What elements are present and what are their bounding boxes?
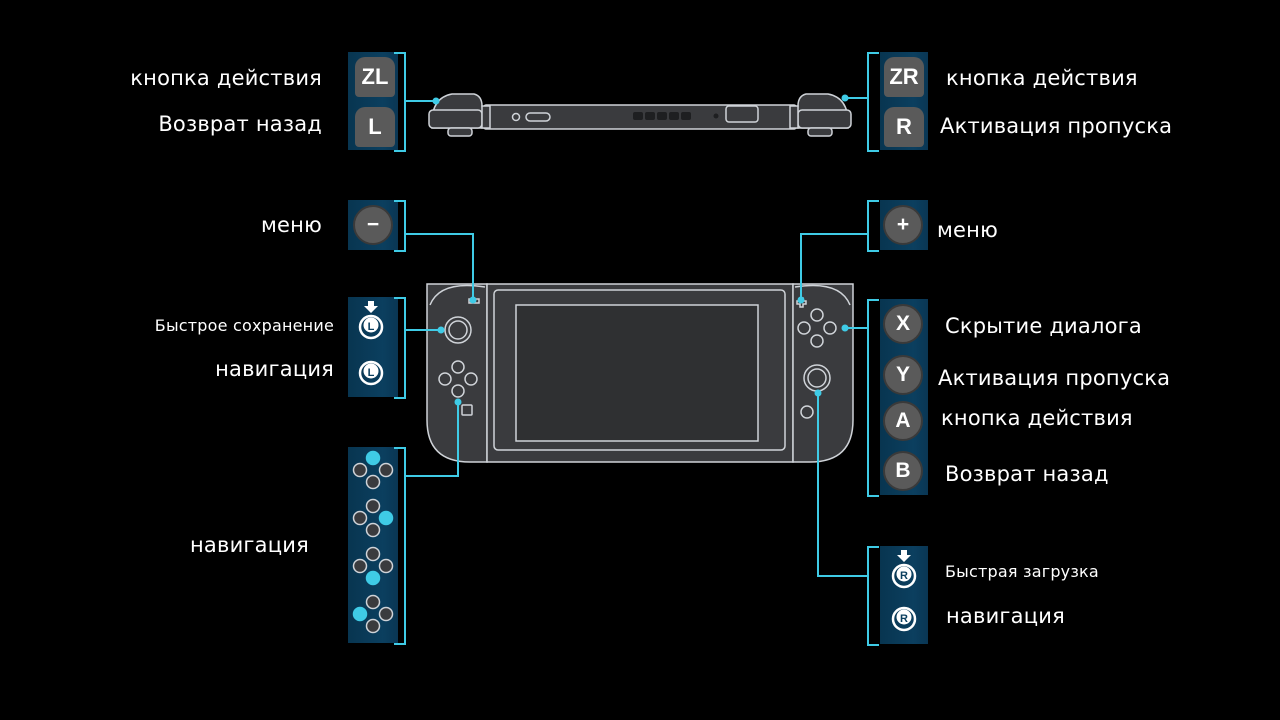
dpad-dot-right	[378, 462, 394, 478]
r-label: Активация пропуска	[940, 114, 1173, 138]
y-button[interactable]: Y	[883, 355, 923, 395]
dpad-dot-right	[378, 558, 394, 574]
a-button[interactable]: A	[883, 401, 923, 441]
dpad-dot-right	[378, 510, 394, 526]
capture-button-shape	[461, 404, 473, 416]
right-stick-label: навигация	[946, 604, 1065, 628]
zl-button[interactable]: ZL	[355, 57, 395, 97]
dpad-dot-up	[365, 594, 381, 610]
a-button-shape	[823, 321, 837, 335]
right-stick-nub	[807, 127, 833, 137]
dpad-right-shape	[464, 372, 478, 386]
b-button-shape	[810, 334, 824, 348]
dpad-up-icon[interactable]	[352, 450, 394, 490]
dpad-dot-down	[365, 474, 381, 490]
zr-button[interactable]: ZR	[884, 57, 924, 97]
dpad-down-icon[interactable]	[352, 546, 394, 586]
left-stick-press-icon[interactable]: L	[358, 301, 384, 340]
dpad-left-icon[interactable]	[352, 594, 394, 634]
console-front-view	[426, 283, 854, 463]
minus-label: меню	[261, 213, 322, 237]
dpad-dot-up	[365, 498, 381, 514]
zl-l-bracket	[394, 52, 406, 152]
minus-icon: −	[366, 213, 380, 236]
volume-rocker-icon	[525, 112, 551, 122]
home-button-shape	[800, 405, 814, 419]
dpad-dot-right	[378, 606, 394, 622]
dpad-dot-down	[365, 570, 381, 586]
zr-label: кнопка действия	[946, 66, 1138, 90]
b-button[interactable]: B	[883, 451, 923, 491]
screen	[515, 304, 759, 442]
right-stick-panel	[880, 546, 928, 644]
dpad-dot-left	[352, 606, 368, 622]
dpad-dot-left	[352, 510, 368, 526]
left-rail	[481, 105, 491, 129]
left-stick-shape	[444, 316, 472, 344]
y-label: Активация пропуска	[938, 366, 1171, 390]
x-button-shape	[810, 308, 824, 322]
dpad-dot-left	[352, 462, 368, 478]
plus-bracket	[867, 200, 879, 252]
vent-grille	[633, 112, 719, 120]
dpad-right-icon[interactable]	[352, 498, 394, 538]
svg-text:R: R	[900, 570, 908, 582]
right-stick-bracket	[867, 546, 879, 646]
left-stick-panel	[348, 297, 398, 397]
dpad-label: навигация	[190, 533, 309, 557]
zl-label: кнопка действия	[130, 66, 322, 90]
left-stick-label: навигация	[215, 357, 334, 381]
l-button[interactable]: L	[355, 107, 395, 147]
x-button[interactable]: X	[883, 304, 923, 344]
right-stick-icon[interactable]: R	[891, 606, 917, 632]
dpad-bracket	[394, 447, 406, 645]
right-rail	[789, 105, 799, 129]
plus-button[interactable]: +	[883, 205, 923, 245]
power-button-icon	[511, 112, 521, 122]
console-top-view	[428, 93, 852, 137]
face-buttons-bracket	[867, 299, 879, 497]
plus-icon: +	[896, 213, 910, 236]
dpad-dot-down	[365, 522, 381, 538]
svg-text:L: L	[368, 321, 375, 333]
y-button-shape	[797, 321, 811, 335]
right-stick-press-label: Быстрая загрузка	[945, 562, 1099, 581]
plus-label: меню	[937, 218, 998, 242]
dpad-dot-left	[352, 558, 368, 574]
dpad-down-shape	[451, 384, 465, 398]
left-stick-nub	[447, 127, 473, 137]
left-stick-icon[interactable]: L	[358, 360, 384, 386]
dpad-dot-down	[365, 618, 381, 634]
left-stick-bracket	[394, 297, 406, 399]
left-stick-press-label: Быстрое сохранение	[154, 316, 334, 335]
minus-bracket	[394, 200, 406, 252]
cartridge-slot-icon	[725, 105, 759, 123]
svg-text:R: R	[900, 613, 908, 625]
a-label: кнопка действия	[941, 406, 1133, 430]
minus-button[interactable]: −	[353, 205, 393, 245]
dpad-up-shape	[451, 360, 465, 374]
l-label: Возврат назад	[158, 112, 322, 136]
connector-lines	[406, 97, 868, 577]
dpad-left-shape	[438, 372, 452, 386]
zr-r-bracket	[867, 52, 879, 152]
r-button[interactable]: R	[884, 107, 924, 147]
x-label: Скрытие диалога	[945, 314, 1142, 338]
b-label: Возврат назад	[945, 462, 1109, 486]
svg-text:L: L	[368, 367, 375, 379]
dpad-dot-up	[365, 546, 381, 562]
right-stick-press-icon[interactable]: R	[891, 550, 917, 589]
dpad-dot-up	[365, 450, 381, 466]
connector-dots	[432, 94, 849, 406]
